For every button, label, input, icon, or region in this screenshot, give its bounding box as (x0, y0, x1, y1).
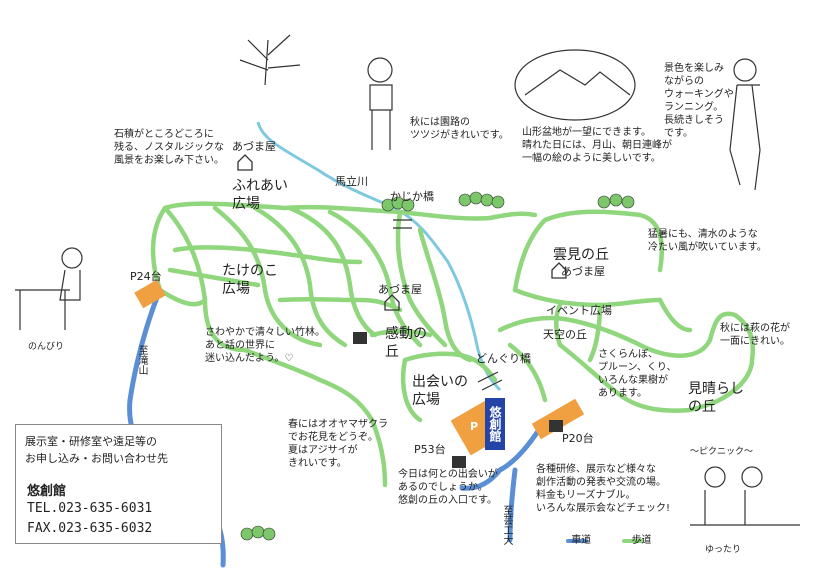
place-takenoko[interactable]: たけのこ 広場 (222, 263, 278, 297)
place-kando[interactable]: 感動の 丘 (385, 326, 427, 360)
toilet-icons (353, 332, 563, 468)
note-walking: 景色を楽しみ ながらの ウォーキングや ランニング。 長続きしそう です。 (664, 63, 734, 139)
note-summer: 猛暑にも、清水のような 冷たい風が吹いています。 (648, 229, 767, 253)
walking-paths (150, 201, 755, 488)
place-event[interactable]: イベント広場 (546, 304, 612, 317)
note-autumn-tsutsuji: 秋には園路の ツツジがきれいです。 (410, 117, 509, 141)
contact-lead: 展示室・研修室や遠足等の お申し込み・お問い合わせ先 (25, 435, 168, 465)
river (256, 121, 502, 392)
kajika-bridge-label: かじか橋 (390, 190, 434, 203)
parking-p-mark: P (470, 420, 479, 433)
contact-info-box: 展示室・研修室や遠足等の お申し込み・お問い合わせ先 悠創館 TEL.023-6… (15, 424, 222, 544)
note-stone: 石積がところどころに 残る、ノスタルジックな 風景をお楽しみ下さい。 (114, 129, 224, 166)
parking-p20 (531, 398, 585, 440)
place-unken[interactable]: 雲見の丘 (553, 247, 609, 263)
contact-tel[interactable]: TEL.023-635-6031 (27, 501, 153, 516)
road-south (459, 417, 548, 491)
legend-road-swatch (566, 539, 588, 543)
sign-nonbiri: のんびり (28, 342, 65, 352)
note-deai: 今日は何との出会いが あるのでしょうか。 悠創の丘の入口です。 (398, 469, 498, 506)
yusoukan-building (485, 398, 505, 450)
contact-name: 悠創館 (27, 484, 67, 499)
to-takiyama-label: 至滝山 (136, 345, 147, 375)
donguri-bridge-label: どんぐり橋 (476, 352, 531, 365)
p53-label: P53台 (414, 443, 446, 456)
river-label: 馬立川 (335, 175, 368, 188)
map-legend: 車道 歩道 (538, 534, 652, 548)
note-spring: 春にはオオヤマザクラ でお花見をどうぞ。 夏はアジサイが きれいです。 (288, 419, 388, 469)
place-fureai[interactable]: ふれあい 広場 (232, 178, 288, 212)
road-exit (507, 467, 518, 543)
place-tenku[interactable]: 天空の丘 (543, 328, 587, 341)
place-miharashi[interactable]: 見晴らし の丘 (688, 381, 744, 415)
note-yamagata: 山形盆地が一望にできます。 晴れた日には、月山、朝日連峰が 一幅の絵のように美し… (522, 127, 672, 164)
parking-p24 (134, 279, 166, 309)
place-deai[interactable]: 出会いの 広場 (412, 374, 468, 408)
note-autumn-hagi: 秋には萩の花が 一面にきれい。 (720, 323, 790, 347)
illustrations (15, 34, 800, 526)
yusoukan-sign[interactable]: 悠創館 (488, 406, 502, 442)
p20-label: P20台 (562, 432, 594, 445)
sign-picnic: 〜ピクニック〜 (690, 447, 754, 457)
sign-yuttari: ゆったり (705, 545, 742, 555)
contact-fax: FAX.023-635-6032 (27, 521, 153, 536)
azumaya-icons (237, 154, 567, 311)
legend-road-label: 車道 (571, 535, 592, 546)
p24-label: P24台 (130, 270, 162, 283)
note-bamboo: さわやかで清々しい竹林。 あと話の世界に 迷い込んだよう。♡ (205, 327, 325, 364)
azumaya-label-3: あづま屋 (561, 265, 605, 278)
to-geikoudai-label: 至芸工大 (501, 505, 512, 545)
note-fruits: さくらんぼ、 プルーン、くり、 いろんな果樹が あります。 (598, 349, 677, 399)
note-activities: 各種研修、展示など様々な 創作活動の発表や交流の場。 料金もリーズナブル。 いろ… (536, 464, 671, 514)
legend-path-label: 歩道 (631, 535, 652, 546)
tree-clusters (240, 191, 635, 541)
azumaya-label-2: あづま屋 (378, 283, 422, 296)
azumaya-label-1: あづま屋 (232, 140, 276, 153)
legend-path-swatch (622, 539, 644, 543)
